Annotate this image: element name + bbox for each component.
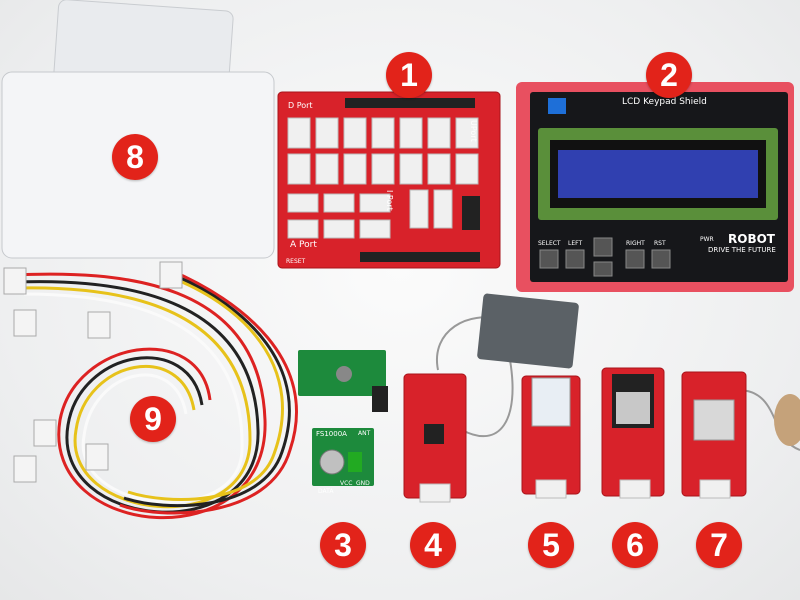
board3-label-data: DATA [318, 488, 334, 495]
gps-module [681, 371, 800, 499]
antenna-module [403, 293, 579, 503]
badge-3: 3 [320, 522, 366, 568]
board3-label-model: FS1000A [316, 430, 347, 438]
badge-7: 7 [696, 522, 742, 568]
wifi-module [601, 367, 665, 499]
board1-label-iport: I Port [385, 190, 394, 211]
badge-5: 5 [528, 522, 574, 568]
board1-label-dport: D Port [288, 101, 313, 110]
bluetooth-module [521, 375, 581, 499]
board2-label-right: RIGHT [626, 240, 645, 247]
board3-label-ant: ANT [358, 430, 371, 437]
board2-label-tagline: DRIVE THE FUTURE [708, 246, 776, 254]
badge-9: 9 [130, 396, 176, 442]
badge-1: 1 [386, 52, 432, 98]
board2-label-left: LEFT [568, 240, 583, 247]
rfid-cards [1, 0, 275, 259]
lcd-keypad-shield [516, 82, 794, 292]
board1-label-uport: UPort [469, 120, 478, 142]
board2-label-rst: RST [654, 240, 666, 247]
badge-4: 4 [410, 522, 456, 568]
jumper-wires [3, 261, 298, 520]
board3-label-vcc: VCC [340, 480, 353, 487]
rf-modules [298, 350, 388, 486]
board1-label-aport: A Port [290, 240, 317, 250]
badge-2: 2 [646, 52, 692, 98]
board2-label-title: LCD Keypad Shield [622, 97, 707, 107]
board2-label-pwr: PWR [700, 236, 714, 243]
badge-8: 8 [112, 134, 158, 180]
board3-label-gnd: GND [356, 480, 370, 487]
board2-label-select: SELECT [538, 240, 561, 247]
board2-label-robot: ROBOT [728, 232, 775, 246]
badge-6: 6 [612, 522, 658, 568]
sensor-shield-board [277, 91, 501, 269]
board1-label-reset: RESET [286, 258, 306, 265]
